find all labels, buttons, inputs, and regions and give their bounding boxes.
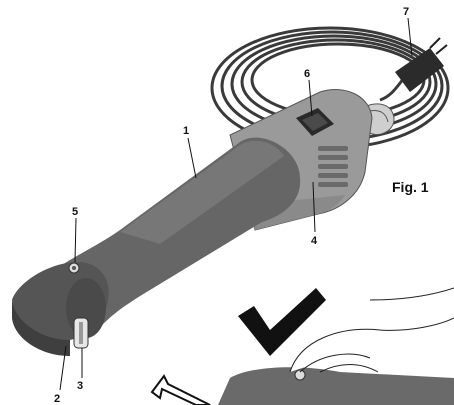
tool-head (12, 262, 109, 356)
usage-demonstration (218, 287, 454, 405)
direction-arrow-icon (150, 374, 211, 405)
leader-lines (59, 17, 413, 391)
on-off-switch (296, 108, 334, 136)
checkmark-icon (238, 288, 326, 356)
callout-6: 6 (304, 68, 310, 80)
ventilation-slots (318, 146, 348, 187)
callout-3: 3 (77, 380, 83, 392)
power-plug (395, 37, 448, 92)
figure-label: Fig. 1 (392, 179, 429, 195)
callout-4: 4 (311, 235, 318, 247)
callout-5: 5 (72, 206, 78, 218)
callout-2: 2 (54, 393, 60, 405)
callout-7: 7 (403, 6, 409, 18)
callout-1: 1 (183, 125, 189, 137)
